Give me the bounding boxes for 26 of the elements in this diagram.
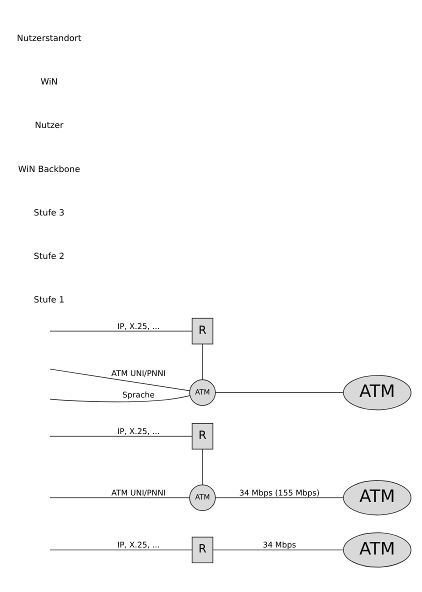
label: Nutzerstandort [16, 33, 82, 44]
connector [50, 549, 192, 550]
label: Stufe 1 [34, 295, 64, 306]
label: WiN [40, 77, 58, 88]
connector [212, 549, 344, 550]
node-box: R [192, 536, 214, 563]
node-ellipse: ATM [343, 374, 412, 410]
connector [202, 448, 203, 485]
node-circle: ATM [189, 484, 216, 510]
connector [215, 496, 344, 498]
node-circle: ATM [189, 378, 216, 406]
connector [50, 330, 192, 332]
label: Nutzer [34, 120, 64, 131]
label: WiN Backbone [18, 164, 80, 174]
connector [50, 435, 192, 436]
connector [50, 496, 190, 498]
node-ellipse: ATM [343, 532, 412, 568]
connector [215, 392, 344, 393]
connector [202, 343, 203, 380]
label: Stufe 2 [34, 252, 64, 262]
node-box: R [192, 422, 214, 449]
connector [50, 394, 190, 402]
node-ellipse: ATM [343, 480, 412, 515]
connector [50, 368, 190, 391]
label: Stufe 3 [34, 208, 64, 218]
node-box: R [192, 317, 214, 344]
